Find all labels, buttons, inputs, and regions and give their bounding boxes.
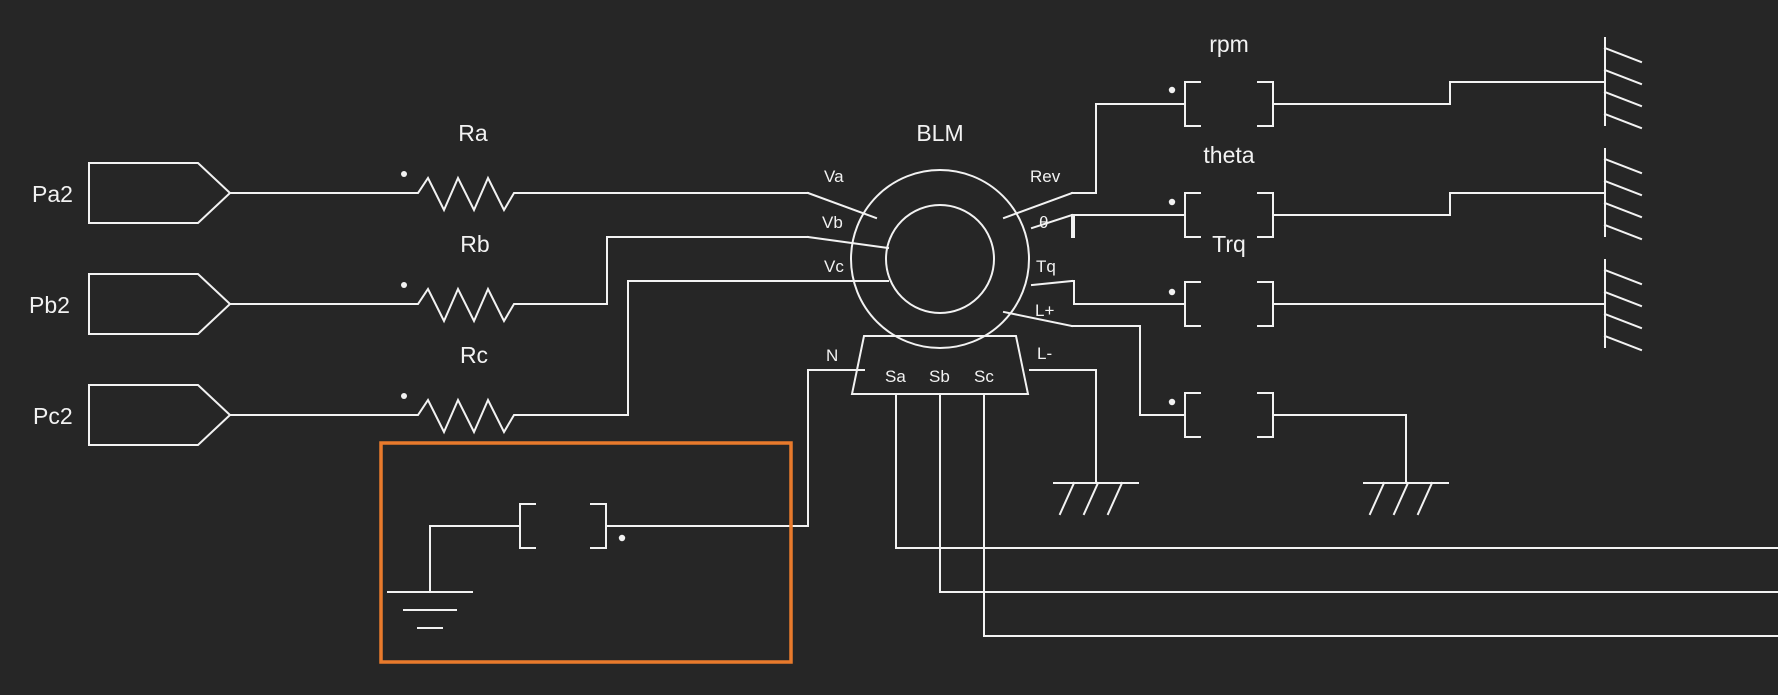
resistor-rc[interactable]: Rc [385,342,562,435]
meter-theta[interactable]: theta [1168,142,1451,238]
port-icon [88,384,232,446]
meter-icon [429,503,652,593]
mechanical-ground-icon [1363,481,1449,516]
mechanical-ground-icon [1053,481,1139,516]
meter-lplus[interactable] [1168,392,1407,484]
wire-rpm-out [1449,81,1606,105]
mechanical-ground-icon [1603,259,1643,352]
polarity-dot [1168,86,1176,94]
reference-theta [1603,148,1643,241]
port-pb2-label: Pb2 [29,292,70,318]
wire-sc [983,393,1778,637]
mechanical-ground-lplus [1363,481,1449,516]
meter-icon [1171,192,1451,238]
motor-pin-vb: Vb [822,213,843,232]
polarity-dot [1168,198,1176,206]
resistor-ra[interactable]: Ra [385,120,562,213]
wire-sa [895,393,1778,549]
meter-icon [1171,392,1407,484]
meter-rpm-label: rpm [1209,31,1249,57]
meter-rpm[interactable]: rpm [1168,31,1451,127]
selection-box[interactable] [379,441,793,664]
wire-rev [1071,103,1173,194]
meter-icon [1171,81,1451,127]
resistor-rb[interactable]: Rb [385,231,562,324]
motor-blm[interactable]: BLM Va Vb Vc N Rev θ Tq L+ L- Sa Sb Sc [806,120,1089,395]
motor-name-label: BLM [916,120,963,146]
wire-sb [939,393,1778,593]
port-icon [88,162,232,224]
motor-pin-lplus: L+ [1035,301,1054,320]
motor-pin-sa: Sa [885,367,906,386]
polarity-dot [618,534,626,542]
meter-theta-label: theta [1203,142,1254,168]
motor-icon [806,169,1089,395]
motor-pin-rev: Rev [1030,167,1061,186]
wire-tq [1071,280,1173,305]
ground-icon [387,591,473,629]
motor-pin-tq: Tq [1036,257,1056,276]
port-icon [88,273,232,335]
polarity-dot [401,282,407,288]
port-pb2[interactable]: Pb2 [29,273,232,335]
port-pa2-label: Pa2 [32,181,73,207]
reference-rpm [1603,37,1643,130]
mechanical-ground-icon [1603,148,1643,241]
resistor-rb-label: Rb [460,231,489,257]
wire-n [650,369,865,527]
motor-pin-lminus: L- [1037,344,1052,363]
polarity-dot [1168,398,1176,406]
wire-theta [1071,214,1173,238]
polarity-dot [401,393,407,399]
meter-n[interactable] [429,503,652,593]
meter-trq-label: Trq [1212,231,1246,257]
motor-pin-vc: Vc [824,257,844,276]
resistor-icon [385,397,562,435]
polarity-dot [1168,288,1176,296]
wire-lminus [1087,369,1097,484]
resistor-icon [385,286,562,324]
meter-trq[interactable]: Trq [1168,231,1606,327]
port-pc2-label: Pc2 [33,403,73,429]
motor-pin-sc: Sc [974,367,994,386]
motor-pin-n: N [826,346,838,365]
wire-theta-out [1449,192,1606,216]
reference-trq [1603,259,1643,352]
mechanical-ground-lminus [1053,481,1139,516]
port-pc2[interactable]: Pc2 [33,384,232,446]
meter-icon [1171,281,1606,327]
motor-pin-theta: θ [1039,213,1048,232]
motor-pin-sb: Sb [929,367,950,386]
resistor-rc-label: Rc [460,342,488,368]
electrical-ground [387,591,473,629]
mechanical-ground-icon [1603,37,1643,130]
wire-vb [561,236,809,305]
port-pa2[interactable]: Pa2 [32,162,232,224]
wire-lplus [1071,325,1173,416]
wire-vc [561,280,809,416]
resistor-ra-label: Ra [458,120,488,146]
resistor-icon [385,175,562,213]
motor-pin-va: Va [824,167,844,186]
polarity-dot [401,171,407,177]
